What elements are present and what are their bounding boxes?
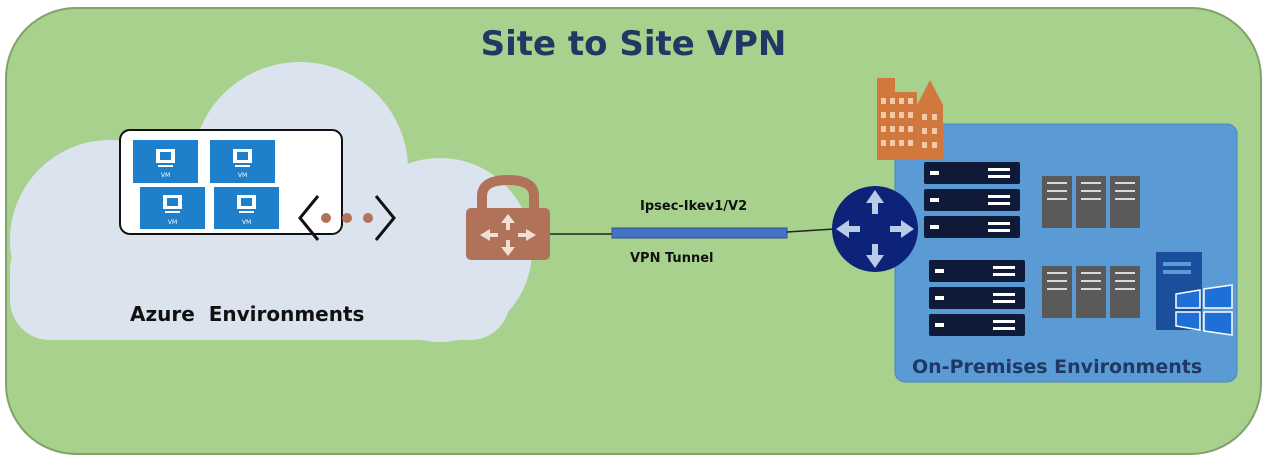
- vm-icon: VM: [214, 187, 279, 229]
- router-icon: [832, 186, 918, 272]
- rack-server-icon: [1042, 266, 1140, 318]
- protocol-label: Ipsec-Ikev1/V2: [640, 199, 748, 214]
- vpn-gateway-lock-icon: [466, 174, 550, 260]
- code-brackets-icon: [298, 195, 396, 241]
- diagram-title: Site to Site VPN: [480, 24, 787, 64]
- vm-icon: VM: [210, 140, 275, 183]
- vpn-tunnel: [611, 227, 788, 239]
- server-icon: [929, 260, 1025, 336]
- vm-icon: VM: [140, 187, 205, 229]
- rack-server-icon: [1042, 176, 1140, 228]
- server-icon: [924, 162, 1020, 238]
- building-icon: [877, 78, 943, 160]
- vm-icon: VM: [133, 140, 198, 183]
- onprem-environment-label: On-Premises Environments: [912, 356, 1203, 378]
- vm-label: VM: [161, 172, 170, 179]
- vm-label: VM: [242, 219, 251, 226]
- vm-label: VM: [168, 219, 177, 226]
- vm-label: VM: [238, 172, 247, 179]
- azure-environment-label: Azure Environments: [130, 302, 365, 326]
- windows-server-icon: [1156, 252, 1233, 336]
- connection-line-right: [786, 228, 835, 233]
- tunnel-label: VPN Tunnel: [630, 251, 714, 266]
- vm-group: VM VM VM VM: [119, 129, 343, 235]
